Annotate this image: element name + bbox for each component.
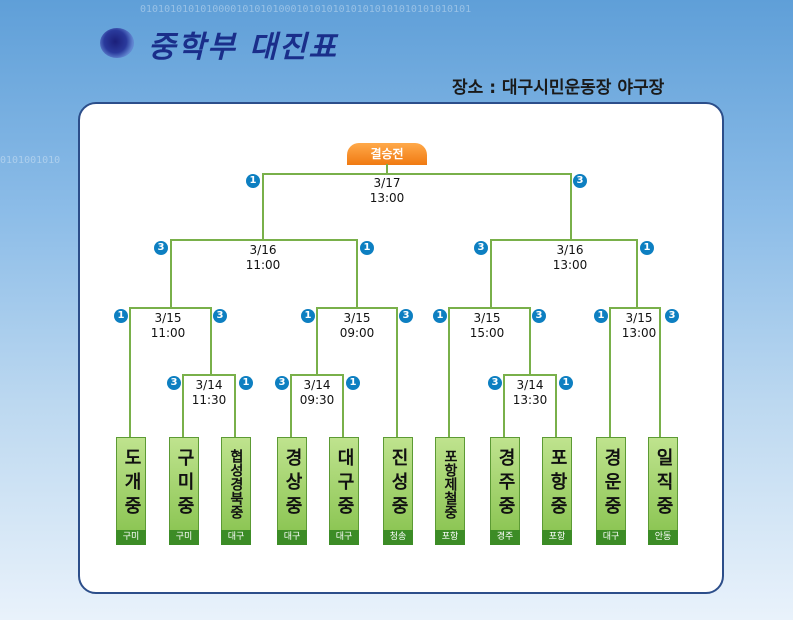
team-city: 대구 (329, 530, 359, 545)
match-info-qf1: 3/15 11:00 (128, 311, 208, 341)
match-time: 13:30 (512, 393, 548, 407)
match-info-r1b: 3/14 09:30 (277, 378, 357, 408)
match-info-qf4: 3/15 13:00 (599, 311, 679, 341)
score-badge: 1 (433, 309, 447, 323)
match-date: 3/16 (249, 243, 277, 257)
score-badge: 3 (399, 309, 413, 323)
match-date: 3/15 (154, 311, 182, 325)
match-date: 3/15 (343, 311, 371, 325)
team-name: 포항제철중 (442, 449, 458, 519)
match-time: 11:00 (150, 326, 186, 340)
team-box: 경상중 (277, 437, 307, 531)
match-time: 09:00 (339, 326, 375, 340)
team-box: 경운중 (596, 437, 626, 531)
match-time: 11:30 (191, 393, 227, 407)
page-title: 중학부 대진표 (148, 30, 339, 65)
team-name: 경운중 (601, 448, 622, 520)
team-city: 안동 (648, 530, 678, 545)
team-city: 청송 (383, 530, 413, 545)
match-date: 3/14 (303, 378, 331, 392)
team-name: 진성중 (388, 448, 409, 520)
match-time: 13:00 (369, 191, 405, 205)
team-city: 대구 (277, 530, 307, 545)
score-badge: 1 (360, 241, 374, 255)
team-city: 경주 (490, 530, 520, 545)
score-badge: 3 (474, 241, 488, 255)
team-city: 포항 (435, 530, 465, 545)
match-time: 13:00 (552, 258, 588, 272)
score-badge: 3 (665, 309, 679, 323)
team-name: 도개중 (121, 448, 142, 520)
score-badge: 3 (532, 309, 546, 323)
match-date: 3/17 (373, 176, 401, 190)
match-time: 15:00 (469, 326, 505, 340)
score-badge: 1 (594, 309, 608, 323)
match-info-semi-left: 3/16 11:00 (223, 243, 303, 273)
match-time: 13:00 (621, 326, 657, 340)
final-label: 결승전 (347, 143, 427, 165)
venue-label: 장소 : 대구시민운동장 야구장 (452, 78, 665, 98)
match-date: 3/15 (473, 311, 501, 325)
binary-decoration: 0101010101010000101010100010101010101010… (140, 4, 472, 15)
match-time: 11:00 (245, 258, 281, 272)
team-box: 진성중 (383, 437, 413, 531)
match-info-final: 3/17 13:00 (347, 176, 427, 206)
score-badge: 1 (301, 309, 315, 323)
match-date: 3/16 (556, 243, 584, 257)
score-badge: 1 (559, 376, 573, 390)
match-info-r1c: 3/14 13:30 (490, 378, 570, 408)
team-city: 대구 (596, 530, 626, 545)
score-badge: 1 (640, 241, 654, 255)
team-name: 일직중 (653, 448, 674, 520)
score-badge: 1 (346, 376, 360, 390)
team-box: 경주중 (490, 437, 520, 531)
team-box: 협성경북중 (221, 437, 251, 531)
match-date: 3/14 (516, 378, 544, 392)
match-time: 09:30 (299, 393, 335, 407)
match-info-qf2: 3/15 09:00 (317, 311, 397, 341)
match-info-semi-right: 3/16 13:00 (530, 243, 610, 273)
team-city: 구미 (116, 530, 146, 545)
score-badge: 1 (246, 174, 260, 188)
score-badge: 3 (275, 376, 289, 390)
team-city: 포항 (542, 530, 572, 545)
score-badge: 3 (213, 309, 227, 323)
match-date: 3/14 (195, 378, 223, 392)
team-box: 구미중 (169, 437, 199, 531)
match-info-qf3: 3/15 15:00 (447, 311, 527, 341)
score-badge: 3 (154, 241, 168, 255)
orb-icon (100, 28, 134, 58)
match-info-r1a: 3/14 11:30 (169, 378, 249, 408)
team-name: 협성경북중 (228, 449, 244, 519)
team-name: 구미중 (174, 448, 195, 520)
match-date: 3/15 (625, 311, 653, 325)
score-badge: 1 (239, 376, 253, 390)
team-box: 포항제철중 (435, 437, 465, 531)
score-badge: 1 (114, 309, 128, 323)
score-badge: 3 (167, 376, 181, 390)
team-box: 대구중 (329, 437, 359, 531)
team-name: 경주중 (495, 448, 516, 520)
binary-decoration-left: 0101001010 (0, 155, 61, 166)
team-name: 경상중 (282, 448, 303, 520)
team-city: 대구 (221, 530, 251, 545)
score-badge: 3 (488, 376, 502, 390)
team-name: 대구중 (334, 448, 355, 520)
score-badge: 3 (573, 174, 587, 188)
team-city: 구미 (169, 530, 199, 545)
team-box: 일직중 (648, 437, 678, 531)
team-box: 포항중 (542, 437, 572, 531)
team-name: 포항중 (547, 448, 568, 520)
team-box: 도개중 (116, 437, 146, 531)
